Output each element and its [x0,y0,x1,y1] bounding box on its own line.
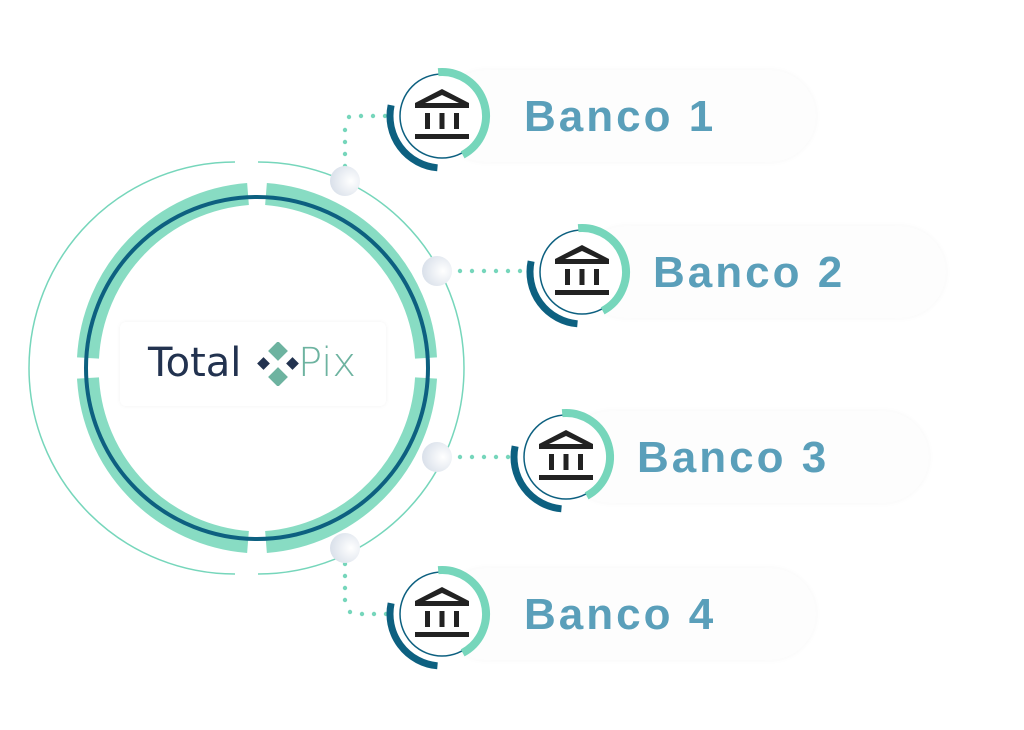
logo-diamond-mark-icon [257,342,299,386]
outer-arc-left [28,161,236,575]
connector-dot [342,139,348,145]
bank-label-banco-1: Banco 1 [524,92,717,141]
connector-dot [469,454,475,460]
logo-word-pix: Pix [298,340,357,386]
connector-banco-3 [457,454,511,460]
connector-dot [347,609,353,615]
totalpix-logo: Total Pix [120,322,386,406]
connector-dot [342,127,348,133]
connector-dot [383,611,389,617]
bank-pill-banco-1[interactable] [440,70,816,162]
connector-dot [481,454,487,460]
logo-word-total: Total [148,340,242,386]
connector-dot [371,611,377,617]
connector-dot [457,454,463,460]
connector-dot [457,268,463,274]
bank-label-banco-3: Banco 3 [637,433,830,482]
knob-banco-2 [422,256,452,286]
connector-dot [469,268,475,274]
connector-dot [359,611,365,617]
connector-dot [382,113,388,119]
connector-dot [346,114,352,120]
connector-dot [517,268,523,274]
connector-dot [342,597,348,603]
bank-pill-banco-4[interactable] [440,568,816,660]
connector-dot [505,268,511,274]
connector-dot [493,268,499,274]
connector-dot [342,585,348,591]
connector-dot [505,454,511,460]
connector-dot [481,268,487,274]
bank-pill-banco-2[interactable] [580,226,946,318]
bank-pill-banco-3[interactable] [565,411,929,503]
connector-dot [342,151,348,157]
bank-label-banco-2: Banco 2 [653,248,846,297]
connector-dot [342,573,348,579]
connector-dot [370,113,376,119]
connector-dot [358,113,364,119]
hub-navy-ring [84,195,430,541]
connector-banco-4 [342,561,389,617]
connector-banco-1 [342,113,388,169]
knob-banco-4 [330,533,360,563]
connector-dot [493,454,499,460]
bank-label-banco-4: Banco 4 [524,590,717,639]
knob-banco-3 [422,442,452,472]
connector-knobs [330,166,452,563]
knob-banco-1 [330,166,360,196]
connector-banco-2 [457,268,523,274]
connectors [342,113,523,617]
